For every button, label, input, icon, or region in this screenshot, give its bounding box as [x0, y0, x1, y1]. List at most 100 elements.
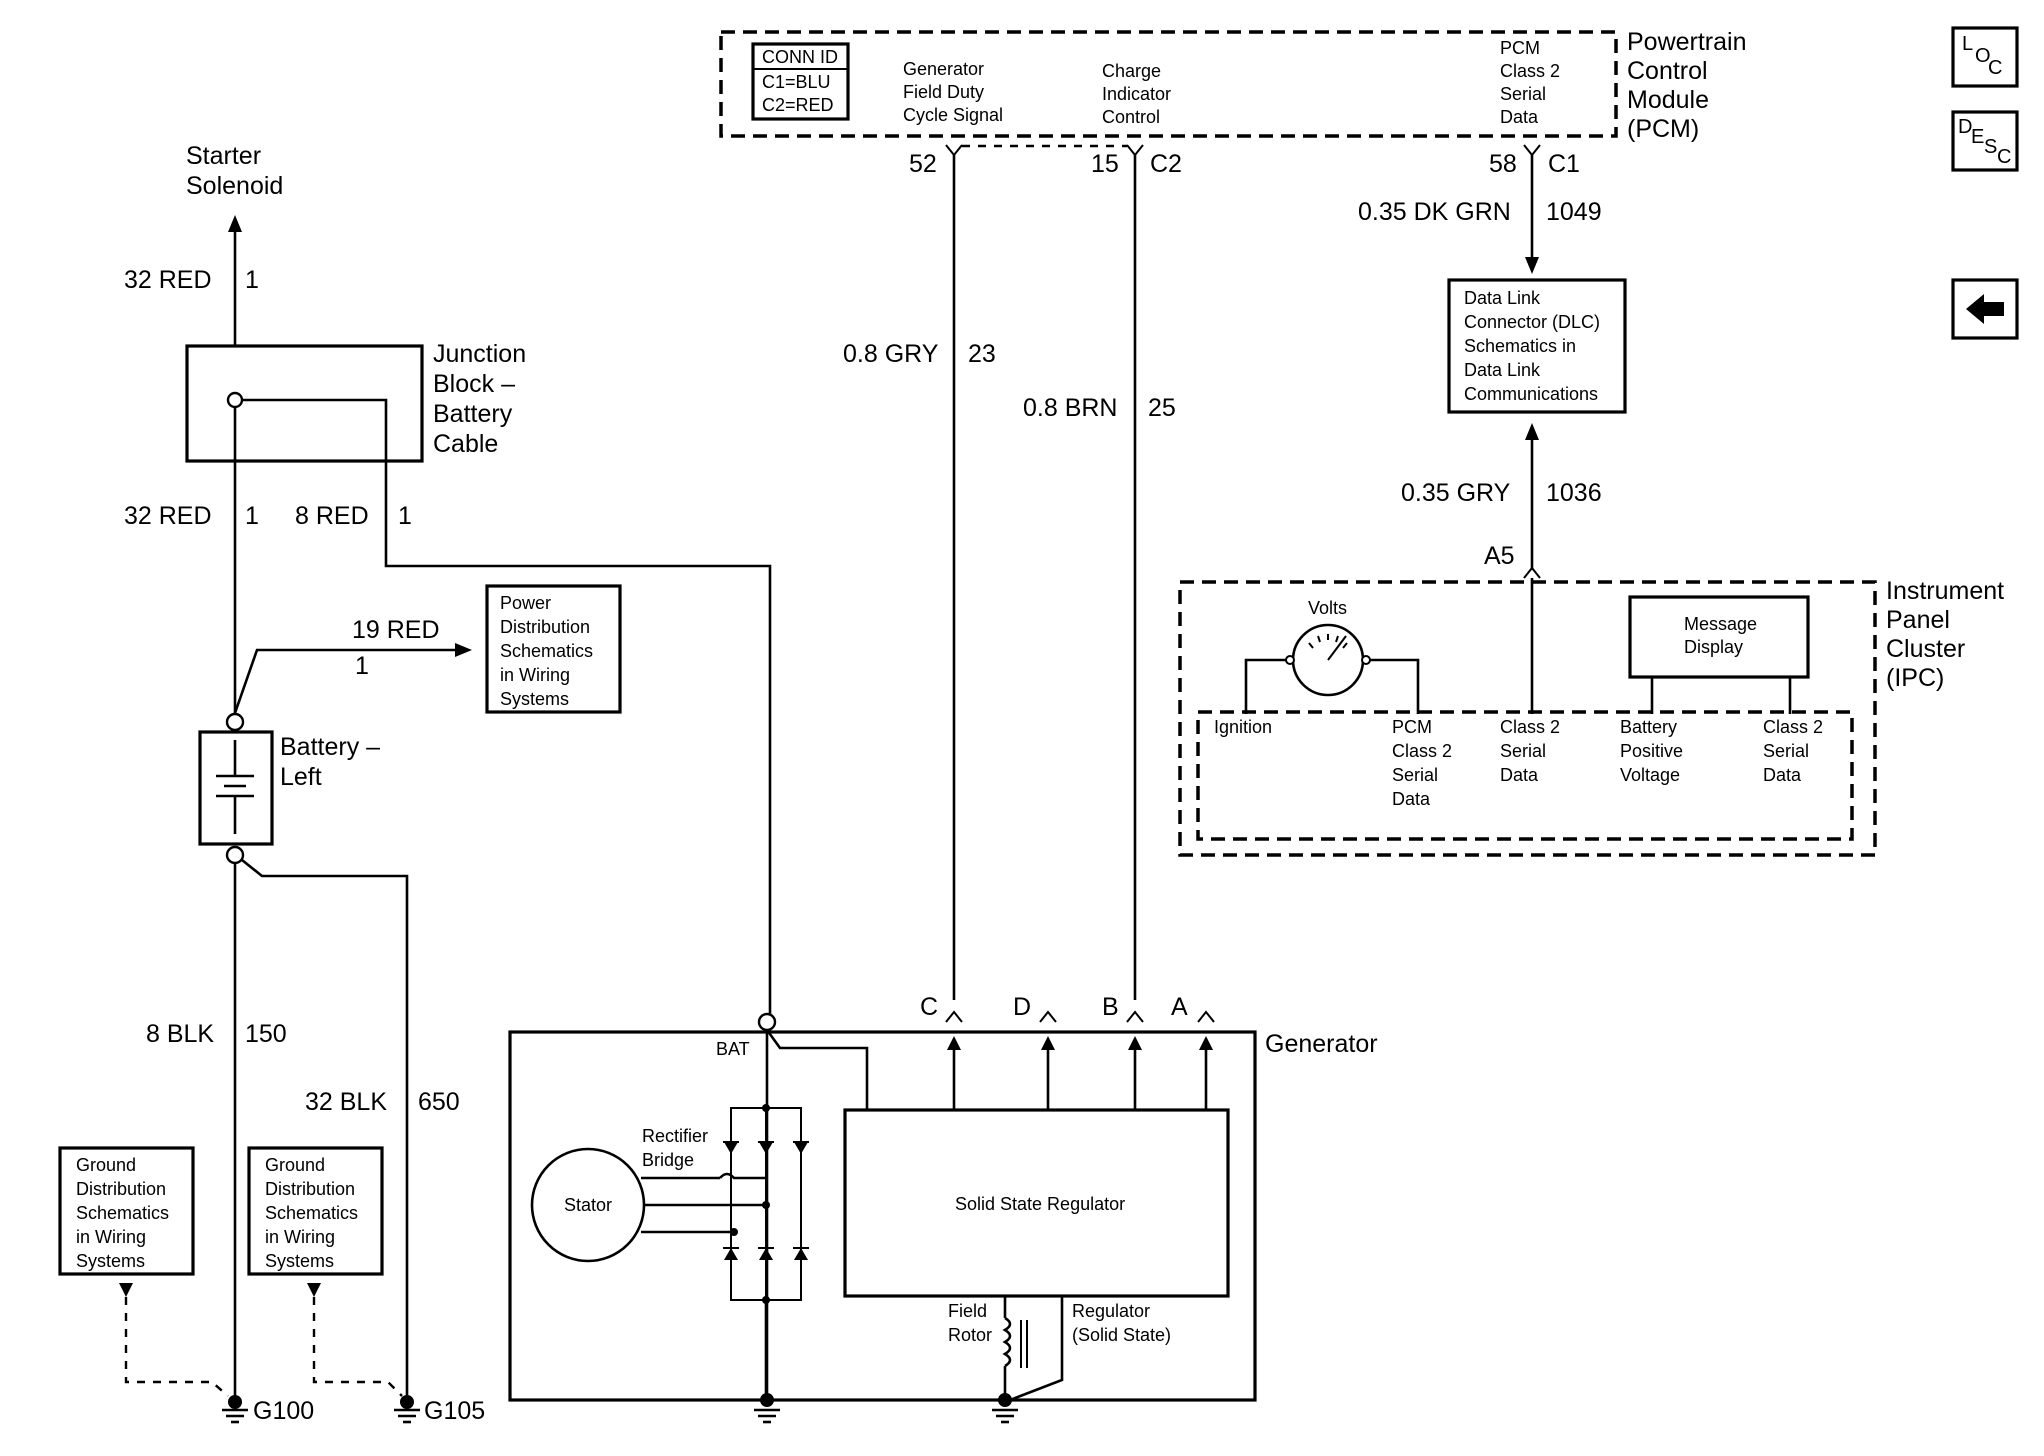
ground-dist-1-l1: Ground	[76, 1155, 136, 1175]
desc-letter-d: D	[1958, 116, 1972, 138]
message-display-box	[1628, 595, 1810, 679]
junction-block: Junction Block – Battery Cable	[185, 340, 772, 1022]
ipc-pcm-serial-l2: Class 2	[1392, 741, 1452, 761]
jb-battery-circuit: 1	[245, 502, 259, 530]
signal-charge-l3: Control	[1102, 107, 1160, 127]
ground-dist-box-2	[247, 1146, 384, 1276]
pcm-title-line2: Control	[1627, 57, 1708, 85]
back-button[interactable]	[1951, 278, 2019, 340]
ipc-title-l3: Cluster	[1886, 635, 1965, 663]
ipc-pcm-serial-l3: Serial	[1392, 765, 1438, 785]
battery-circuit: 32 RED 1 8 RED 1 19 RED 1 Power Distribu…	[58, 461, 622, 1425]
conn-id-c1: C1=BLU	[762, 72, 831, 92]
loc-button[interactable]: L O C	[1951, 26, 2019, 88]
ipc-title-l4: (IPC)	[1886, 664, 1944, 692]
charge-ind-circuit: 25	[1148, 394, 1176, 422]
ground-g100-gauge: 8 BLK	[146, 1020, 214, 1048]
pin-58: 58	[1489, 150, 1517, 178]
pcm-outline	[719, 30, 1618, 138]
signal-gen-field-l3: Cycle Signal	[903, 105, 1003, 125]
jb-label-l3: Battery	[433, 400, 513, 428]
jb-battery-gauge: 32 RED	[124, 502, 212, 530]
field-rotor-l1: Field	[948, 1301, 987, 1321]
ipc-title-l2: Panel	[1886, 606, 1950, 634]
ipc-pcm-serial-l1: PCM	[1392, 717, 1432, 737]
power-dist-l2: Distribution	[500, 617, 590, 637]
dlc-l2: Connector (DLC)	[1464, 312, 1600, 332]
ground-dist-1-l3: Schematics	[76, 1203, 169, 1223]
starter-wire-gauge: 32 RED	[124, 266, 212, 294]
ipc-battery-pos-l3: Voltage	[1620, 765, 1680, 785]
power-dist-circuit: 1	[355, 652, 369, 680]
desc-button[interactable]: D E S C	[1951, 110, 2019, 172]
starter-label-l1: Starter	[186, 142, 261, 170]
power-dist-l5: Systems	[500, 689, 569, 709]
volts-label: Volts	[1308, 598, 1347, 618]
jb-gen-circuit: 1	[398, 502, 412, 530]
ground-symbol-g105	[394, 1395, 420, 1424]
charge-ind-gauge: 0.8 BRN	[1023, 394, 1117, 422]
ipc-module: Instrument Panel Cluster (IPC) Volts Mes…	[1178, 577, 2004, 857]
regulator-box	[843, 1108, 1230, 1298]
power-dist-box	[485, 584, 622, 714]
conn-id-c2: C2=RED	[762, 95, 834, 115]
dlc-ipc-gauge: 0.35 GRY	[1401, 479, 1511, 507]
ground-dist-box-1	[58, 1146, 195, 1276]
ipc-title-l1: Instrument	[1886, 577, 2004, 605]
pcm-dlc-gauge: 0.35 DK GRN	[1358, 198, 1511, 226]
signal-serial-l4: Data	[1500, 107, 1539, 127]
ground-dist-2-l4: in Wiring	[265, 1227, 335, 1247]
dlc-l4: Data Link	[1464, 360, 1541, 380]
term-c-label: C	[920, 993, 938, 1021]
ground-g100-circuit: 150	[245, 1020, 287, 1048]
loc-letter-o: O	[1975, 45, 1991, 67]
ipc-class2a-l1: Class 2	[1500, 717, 1560, 737]
power-dist-l4: in Wiring	[500, 665, 570, 685]
conn-id-box	[751, 42, 850, 121]
ground-dist-1-l4: in Wiring	[76, 1227, 146, 1247]
conn-c1: C1	[1548, 150, 1580, 178]
dlc-l3: Schematics in	[1464, 336, 1576, 356]
pcm-wires: 0.8 GRY 23 0.8 BRN 25 0.35 DK GRN 1049 D…	[843, 155, 1627, 1000]
ipc-inner-outline	[1196, 710, 1854, 841]
ground-symbol-rectifier	[754, 1393, 780, 1424]
rectifier-label-l2: Bridge	[642, 1150, 694, 1170]
loc-letter-l: L	[1962, 33, 1973, 55]
reg-solid-l2: (Solid State)	[1072, 1325, 1171, 1345]
ground-g100-label: G100	[253, 1397, 314, 1425]
gen-field-gauge: 0.8 GRY	[843, 340, 939, 368]
ipc-battery-pos-l1: Battery	[1620, 717, 1677, 737]
reg-solid-l1: Regulator	[1072, 1301, 1150, 1321]
generator-title: Generator	[1265, 1030, 1378, 1058]
jb-label-l2: Block –	[433, 370, 515, 398]
pin-52: 52	[909, 150, 937, 178]
pcm-title-line1: Powertrain	[1627, 28, 1747, 56]
starter-arrow	[228, 215, 242, 232]
starter-wire-circuit: 1	[245, 266, 259, 294]
starter-label-l2: Solenoid	[186, 172, 283, 200]
term-a-label: A	[1171, 993, 1188, 1021]
ground-g105-circuit: 650	[418, 1088, 460, 1116]
signal-charge-l2: Indicator	[1102, 84, 1171, 104]
pcm-module: Powertrain Control Module (PCM) CONN ID …	[719, 28, 1747, 178]
starter-circuit: Starter Solenoid 32 RED 1	[124, 142, 283, 346]
dlc-box	[1447, 278, 1627, 414]
battery-label-l1: Battery –	[280, 733, 380, 761]
battery-box	[198, 730, 274, 846]
jb-label-l4: Cable	[433, 430, 498, 458]
ipc-class2b-l1: Class 2	[1763, 717, 1823, 737]
signal-gen-field-l1: Generator	[903, 59, 984, 79]
desc-letter-c: C	[1997, 146, 2011, 168]
ipc-pcm-serial-l4: Data	[1392, 789, 1431, 809]
ground-dist-1-l2: Distribution	[76, 1179, 166, 1199]
ground-dist-2-l3: Schematics	[265, 1203, 358, 1223]
ipc-pin-a5: A5	[1484, 542, 1515, 570]
message-display-l2: Display	[1684, 637, 1743, 657]
jb-gen-gauge: 8 RED	[295, 502, 369, 530]
ground-dist-2-l5: Systems	[265, 1251, 334, 1271]
message-display-l1: Message	[1684, 614, 1757, 634]
ground-g105-gauge: 32 BLK	[305, 1088, 387, 1116]
signal-serial-l2: Class 2	[1500, 61, 1560, 81]
desc-letter-e: E	[1971, 126, 1984, 148]
